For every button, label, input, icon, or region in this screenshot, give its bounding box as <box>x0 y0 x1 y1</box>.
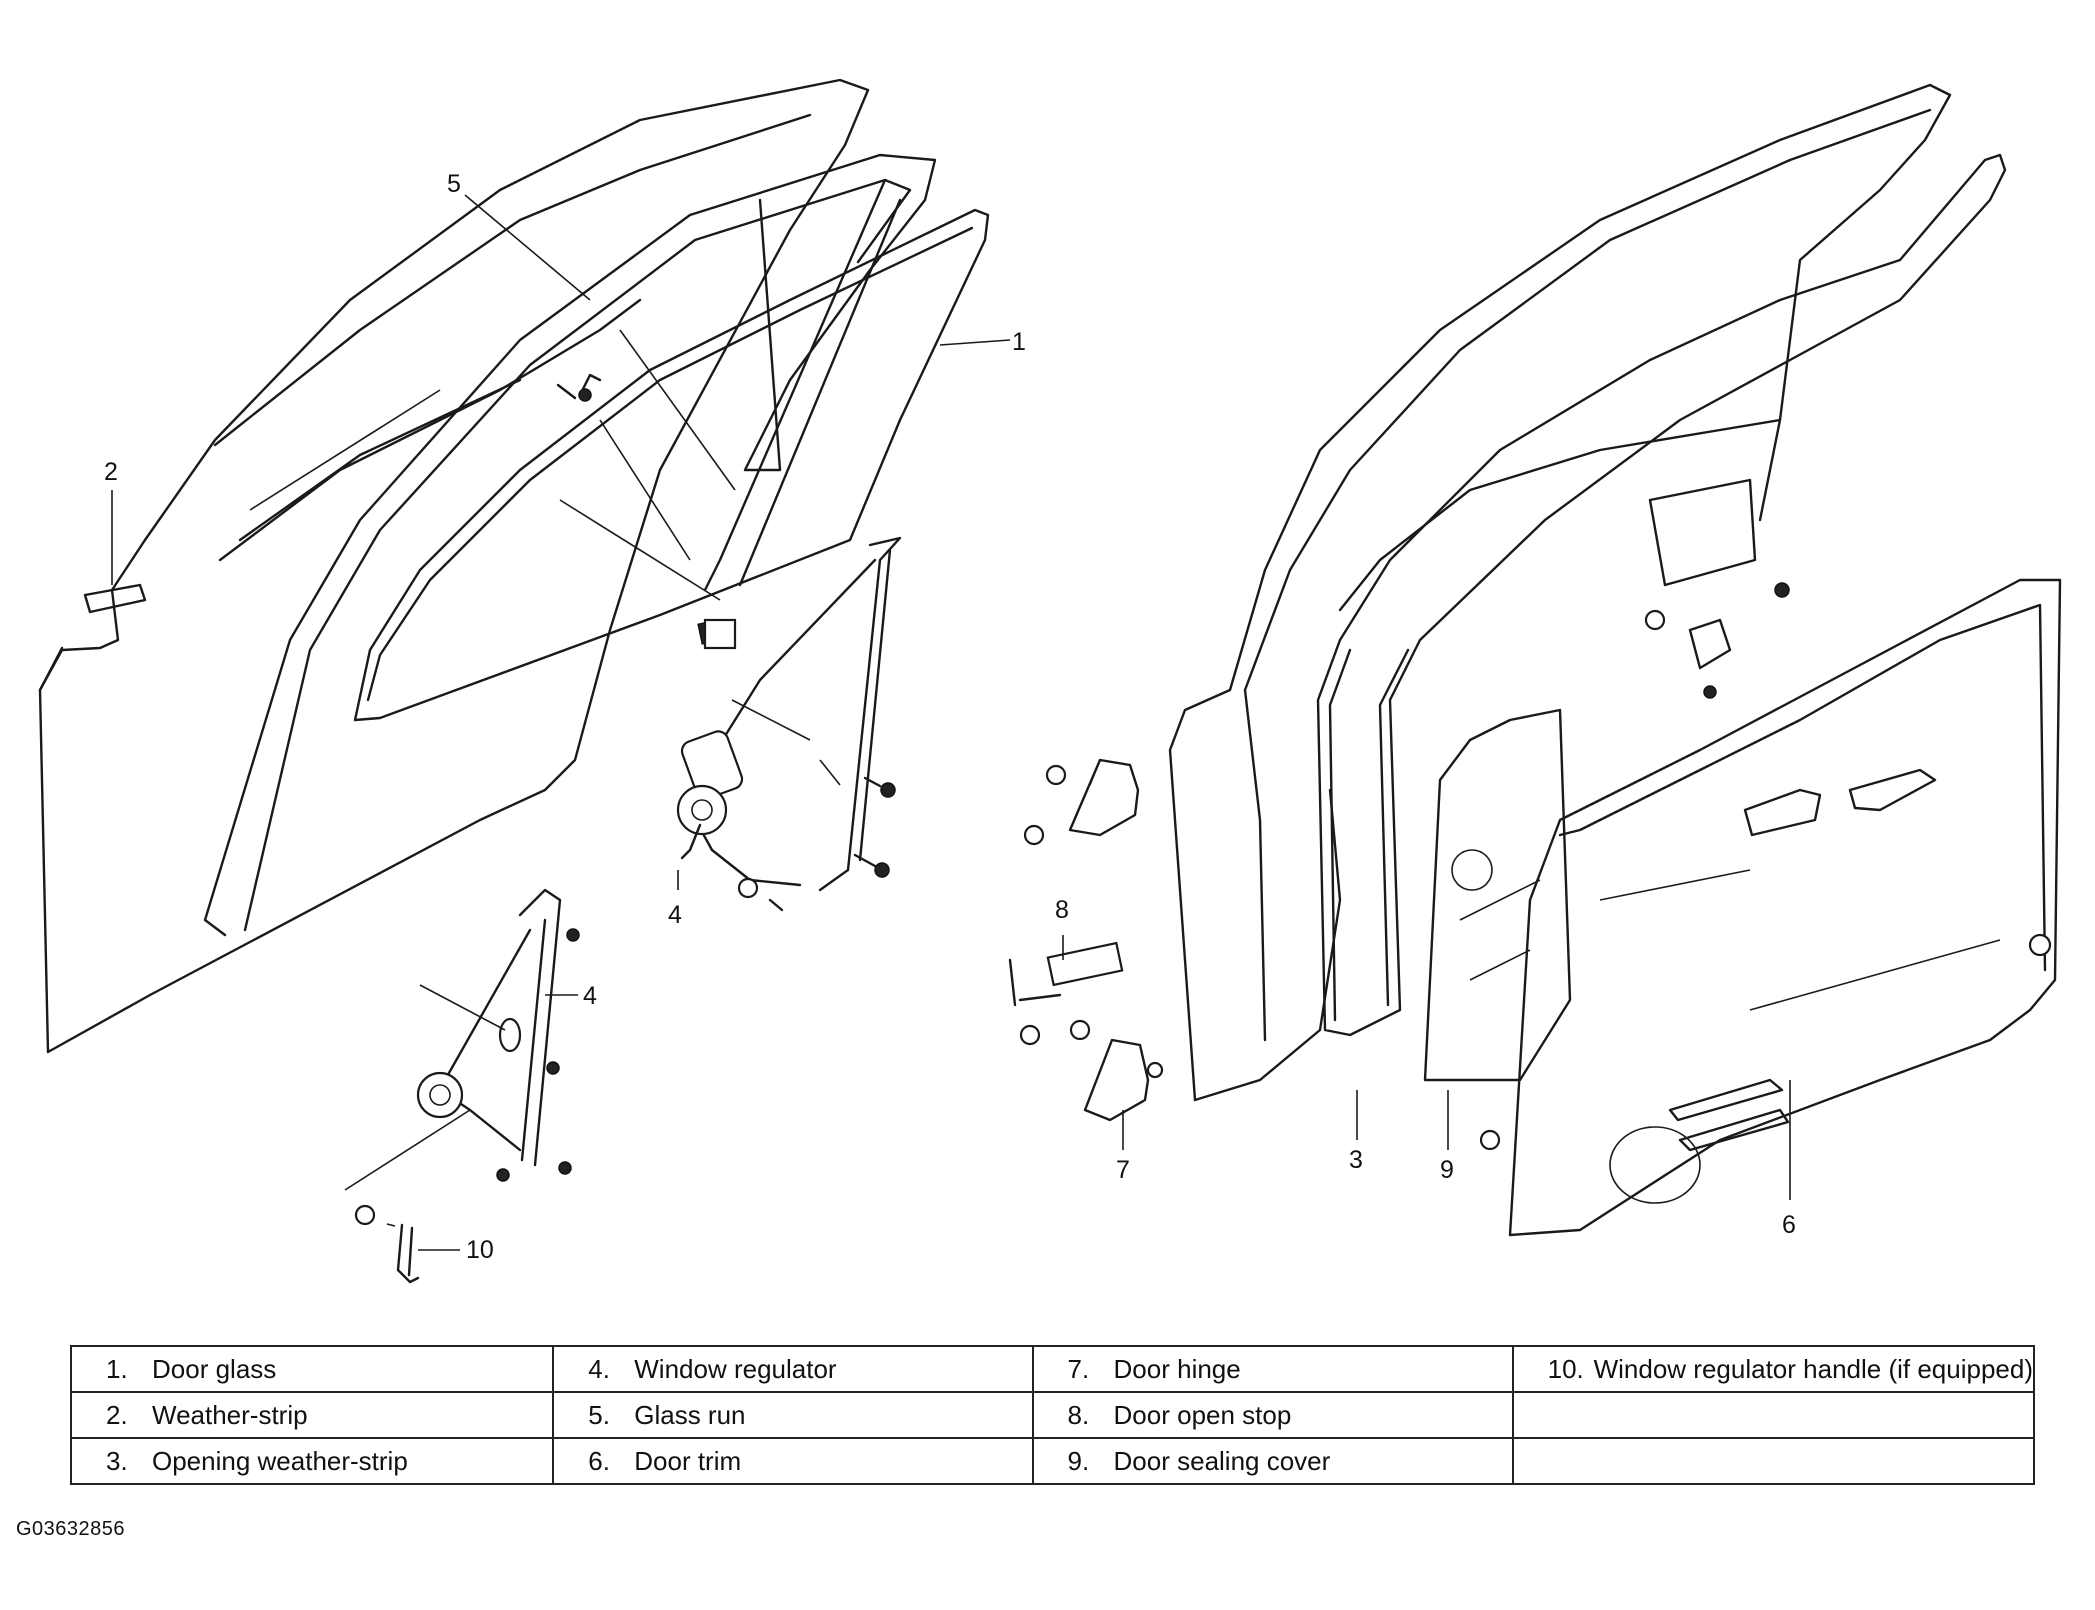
callout-5: 5 <box>447 170 461 198</box>
legend-cell: 5.Glass run <box>552 1391 1034 1439</box>
legend-label: Window regulator <box>634 1353 837 1384</box>
legend-label: Glass run <box>634 1399 746 1430</box>
legend-cell: 8.Door open stop <box>1031 1391 1514 1439</box>
figure-id: G03632856 <box>16 1518 126 1540</box>
callout-1: 1 <box>1012 328 1026 356</box>
door-exploded-diagram: 1 2 3 4 4 5 6 7 8 9 10 <box>38 78 2062 1284</box>
bolt-c <box>737 877 784 912</box>
door-open-stop <box>1008 941 1124 1046</box>
legend-label: Opening weather-strip <box>152 1445 408 1476</box>
legend-label: Door hinge <box>1113 1353 1241 1384</box>
parts-legend-table: 1.Door glass 4.Window regulator 7.Door h… <box>69 1345 2036 1485</box>
power-window-regulator <box>676 536 902 912</box>
legend-cell <box>1511 1391 2036 1439</box>
bolt-b <box>853 853 890 878</box>
callout-labels: 1 2 3 4 4 5 6 7 8 9 10 <box>104 170 1796 1264</box>
callout-3: 3 <box>1349 1146 1363 1174</box>
left-door-shell <box>38 78 870 1054</box>
legend-cell: 7.Door hinge <box>1031 1345 1514 1393</box>
legend-label: Door open stop <box>1113 1399 1292 1430</box>
legend-label: Weather-strip <box>152 1399 308 1430</box>
door-frame-right <box>1168 83 1952 1102</box>
manual-window-regulator <box>344 888 580 1191</box>
legend-cell: 1.Door glass <box>69 1345 555 1393</box>
legend-label: Door sealing cover <box>1113 1445 1331 1476</box>
regulator-handle <box>354 1204 420 1284</box>
legend-cell <box>1511 1437 2036 1485</box>
legend-cell: 9.Door sealing cover <box>1031 1437 1514 1485</box>
trim-hardware <box>1479 582 2052 1151</box>
legend-row: 1.Door glass 4.Window regulator 7.Door h… <box>69 1345 2036 1393</box>
callout-2: 2 <box>104 458 118 486</box>
callout-6: 6 <box>1782 1211 1796 1239</box>
legend-row: 3.Opening weather-strip 6.Door trim 9.Do… <box>69 1437 2036 1485</box>
glass-run <box>203 153 937 937</box>
legend-cell: 3.Opening weather-strip <box>69 1437 555 1485</box>
bolt-a <box>863 776 896 798</box>
legend-cell: 2.Weather-strip <box>69 1391 555 1439</box>
door-sealing-cover <box>1423 708 1572 1082</box>
legend-label: Window regulator handle (if equipped) <box>1593 1353 2033 1384</box>
callout-leaders <box>111 194 1791 1251</box>
bolt-d <box>496 928 580 1182</box>
opening-weather-strip <box>1316 153 2007 1037</box>
callout-9: 9 <box>1440 1156 1454 1184</box>
door-glass <box>353 208 990 722</box>
door-trim <box>1508 578 2062 1237</box>
callout-4-power: 4 <box>668 901 682 929</box>
legend-cell: 6.Door trim <box>552 1437 1034 1485</box>
legend-row: 2.Weather-strip 5.Glass run 8.Door open … <box>69 1391 2036 1439</box>
callout-7: 7 <box>1116 1156 1130 1184</box>
callout-4-manual: 4 <box>583 982 597 1010</box>
legend-cell: 10.Window regulator handle (if equipped) <box>1511 1345 2036 1393</box>
callout-8: 8 <box>1055 896 1069 924</box>
legend-label: Door glass <box>152 1353 277 1384</box>
callout-10: 10 <box>466 1236 494 1264</box>
weather-strip <box>83 583 147 614</box>
glass-clip <box>556 383 592 402</box>
door-hinge-lower <box>1069 1019 1164 1122</box>
legend-cell: 4.Window regulator <box>552 1345 1034 1393</box>
legend-label: Door trim <box>634 1445 742 1476</box>
door-hinge-upper <box>1023 758 1140 846</box>
